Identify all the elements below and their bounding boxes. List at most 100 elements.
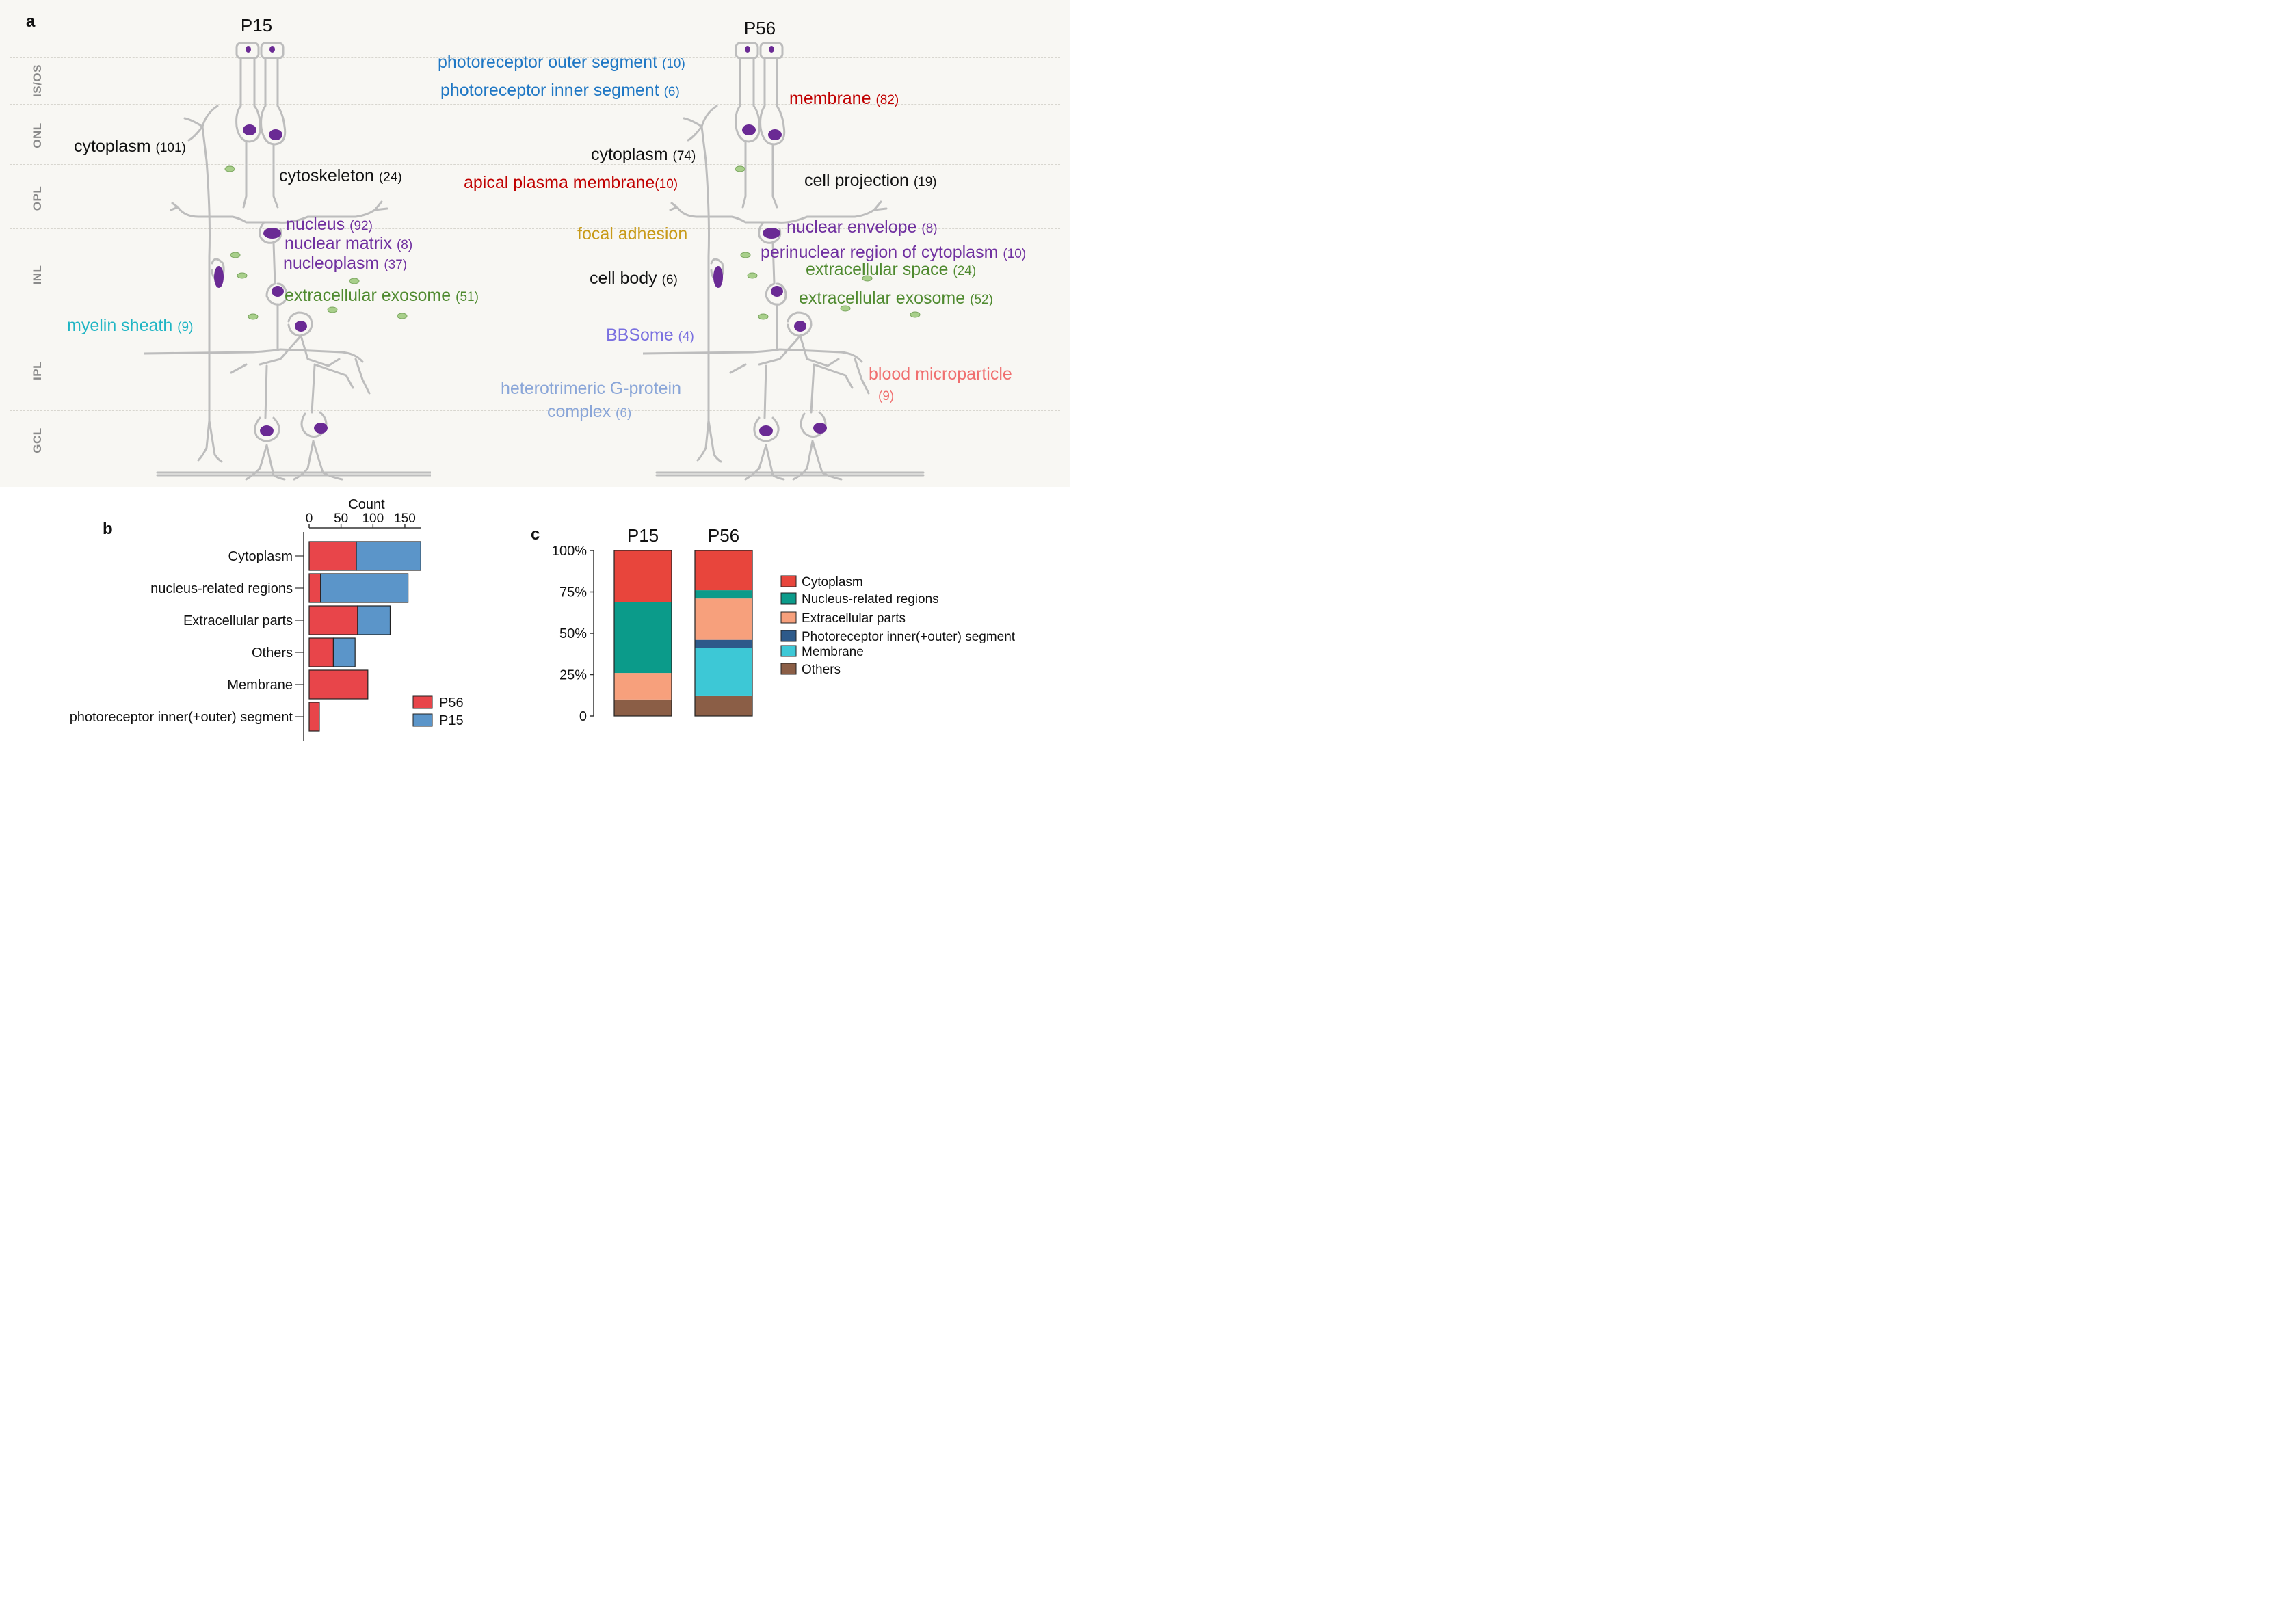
term-p56-cytoplasm: cytoplasm (74)	[591, 145, 696, 164]
term-p56-blood-microparticle: blood microparticle	[869, 364, 1012, 384]
bar-p15	[357, 605, 391, 635]
panel-a-letter: a	[26, 12, 36, 31]
x-tick-label: 100	[362, 512, 384, 526]
y-tick-label: 50%	[559, 626, 587, 641]
segment-cytoplasm	[614, 550, 672, 602]
bar-p15	[356, 541, 421, 571]
legend-label: P15	[439, 713, 464, 728]
segment-extracellular-parts	[695, 598, 752, 640]
term-p15-myelin-sheath: myelin sheath (9)	[67, 316, 194, 335]
x-tick-label: 150	[394, 512, 416, 526]
term-p56-membrane: membrane (82)	[789, 89, 899, 108]
layer-divider	[10, 57, 1060, 58]
x-axis-title: Count	[348, 497, 385, 512]
term-p56-heterotrimeric-g-protein: heterotrimeric G-protein	[501, 379, 681, 398]
term-p56-extracellular-space: extracellular space (24)	[806, 260, 977, 279]
layer-divider	[10, 410, 1060, 411]
term-p56-cell-body: cell body (6)	[590, 269, 678, 288]
term-p15-nucleoplasm: nucleoplasm (37)	[283, 254, 408, 273]
bar-p15	[332, 637, 356, 667]
legend-swatch	[780, 611, 797, 624]
segment-photoreceptor-inner-outer-segment	[695, 639, 752, 648]
layer-label-ipl: IPL	[31, 361, 44, 380]
x-tick-label: 50	[334, 512, 348, 526]
term-p15-extracellular-exosome: extracellular exosome (51)	[285, 286, 479, 305]
legend-swatch	[780, 592, 797, 605]
category-label: photoreceptor inner(+outer) segment	[70, 710, 293, 725]
layer-label-inl: INL	[31, 265, 44, 285]
panel-b-letter: b	[103, 520, 113, 538]
legend-label: Cytoplasm	[802, 575, 863, 589]
proportion-stacked-chart: 0 25% 50% 75% 100% P15 P56CytoplasmNucleus-rel…	[552, 525, 1016, 724]
bar-p56	[308, 573, 321, 603]
category-label: Membrane	[227, 678, 293, 693]
bar-p56	[308, 605, 358, 635]
bar-p56	[308, 702, 320, 732]
retina-cell-diagram-p56	[643, 42, 925, 481]
y-tick-label: 100%	[552, 544, 587, 559]
y-tick-label: 25%	[559, 668, 587, 683]
column-title-p15: P15	[627, 525, 659, 546]
segment-others	[695, 695, 752, 716]
layer-label-onl: ONL	[31, 122, 44, 148]
term-p56-blood-microparticle-count: (9)	[878, 389, 895, 403]
term-p15-cytoplasm: cytoplasm (101)	[74, 137, 186, 156]
term-p56-photoreceptor-inner-segment: photoreceptor inner segment (6)	[440, 81, 680, 100]
term-p56-apical-plasma-membrane: apical plasma membrane(10)	[464, 173, 678, 192]
panel-a-retina-schematic: a IS/OS ONL OPL INL IPL GCL P15 P56	[0, 0, 1070, 487]
layer-label-gcl: GCL	[31, 427, 44, 453]
layer-divider	[10, 104, 1060, 105]
legend-label: Photoreceptor inner(+outer) segment	[802, 630, 1016, 644]
category-label: Cytoplasm	[228, 549, 293, 564]
panel-c-letter: c	[531, 525, 540, 544]
legend-label: Membrane	[802, 645, 864, 659]
legend-swatch	[780, 663, 797, 675]
legend-label: P56	[439, 695, 464, 710]
y-tick-label: 0	[579, 709, 587, 724]
x-tick-label: 0	[306, 512, 313, 526]
column-outline	[694, 550, 753, 717]
legend-label: Nucleus-related regions	[802, 592, 939, 607]
term-p56-extracellular-exosome: extracellular exosome (52)	[799, 289, 993, 308]
layer-label-isos: IS/OS	[31, 64, 44, 97]
age-title-p15: P15	[240, 15, 273, 36]
legend-swatch	[780, 645, 797, 657]
column-title-p56: P56	[708, 525, 739, 546]
layer-divider	[10, 228, 1060, 229]
segment-membrane	[695, 648, 752, 696]
layer-divider	[10, 164, 1060, 165]
legend-swatch	[412, 713, 433, 727]
term-p15-cytoskeleton: cytoskeleton (24)	[279, 166, 402, 185]
segment-extracellular-parts	[614, 673, 672, 700]
bar-p15	[320, 573, 409, 603]
figure-page: a IS/OS ONL OPL INL IPL GCL P15 P56	[0, 0, 1070, 749]
term-p15-nucleus: nucleus (92)	[286, 215, 373, 234]
age-title-p56: P56	[743, 18, 776, 38]
bar-p56	[308, 637, 334, 667]
legend-label: Others	[802, 663, 841, 677]
segment-cytoplasm	[695, 550, 752, 591]
term-p56-focal-adhesion: focal adhesion	[577, 224, 688, 243]
term-p56-nuclear-envelope: nuclear envelope (8)	[787, 217, 938, 237]
category-label: nucleus-related regions	[150, 581, 293, 596]
legend-swatch	[412, 695, 433, 709]
segment-others	[614, 699, 672, 716]
bar-p56	[308, 541, 357, 571]
term-p56-bbsome: BBSome (4)	[606, 326, 694, 345]
segment-nucleus-related-regions	[614, 602, 672, 674]
category-label: Extracellular parts	[183, 613, 293, 628]
term-p56-photoreceptor-outer-segment: photoreceptor outer segment (10)	[438, 53, 685, 72]
term-p56-g-protein-complex: complex (6)	[547, 402, 632, 421]
legend-swatch	[780, 630, 797, 642]
layer-label-opl: OPL	[31, 185, 44, 211]
category-label: Others	[252, 646, 293, 661]
term-p56-perinuclear-region: perinuclear region of cytoplasm (10)	[761, 243, 1027, 262]
segment-nucleus-related-regions	[695, 590, 752, 599]
term-p15-nuclear-matrix: nuclear matrix (8)	[285, 234, 413, 253]
retina-cell-diagram-p15	[144, 42, 431, 481]
legend-swatch	[780, 575, 797, 587]
y-tick-label: 75%	[559, 585, 587, 600]
